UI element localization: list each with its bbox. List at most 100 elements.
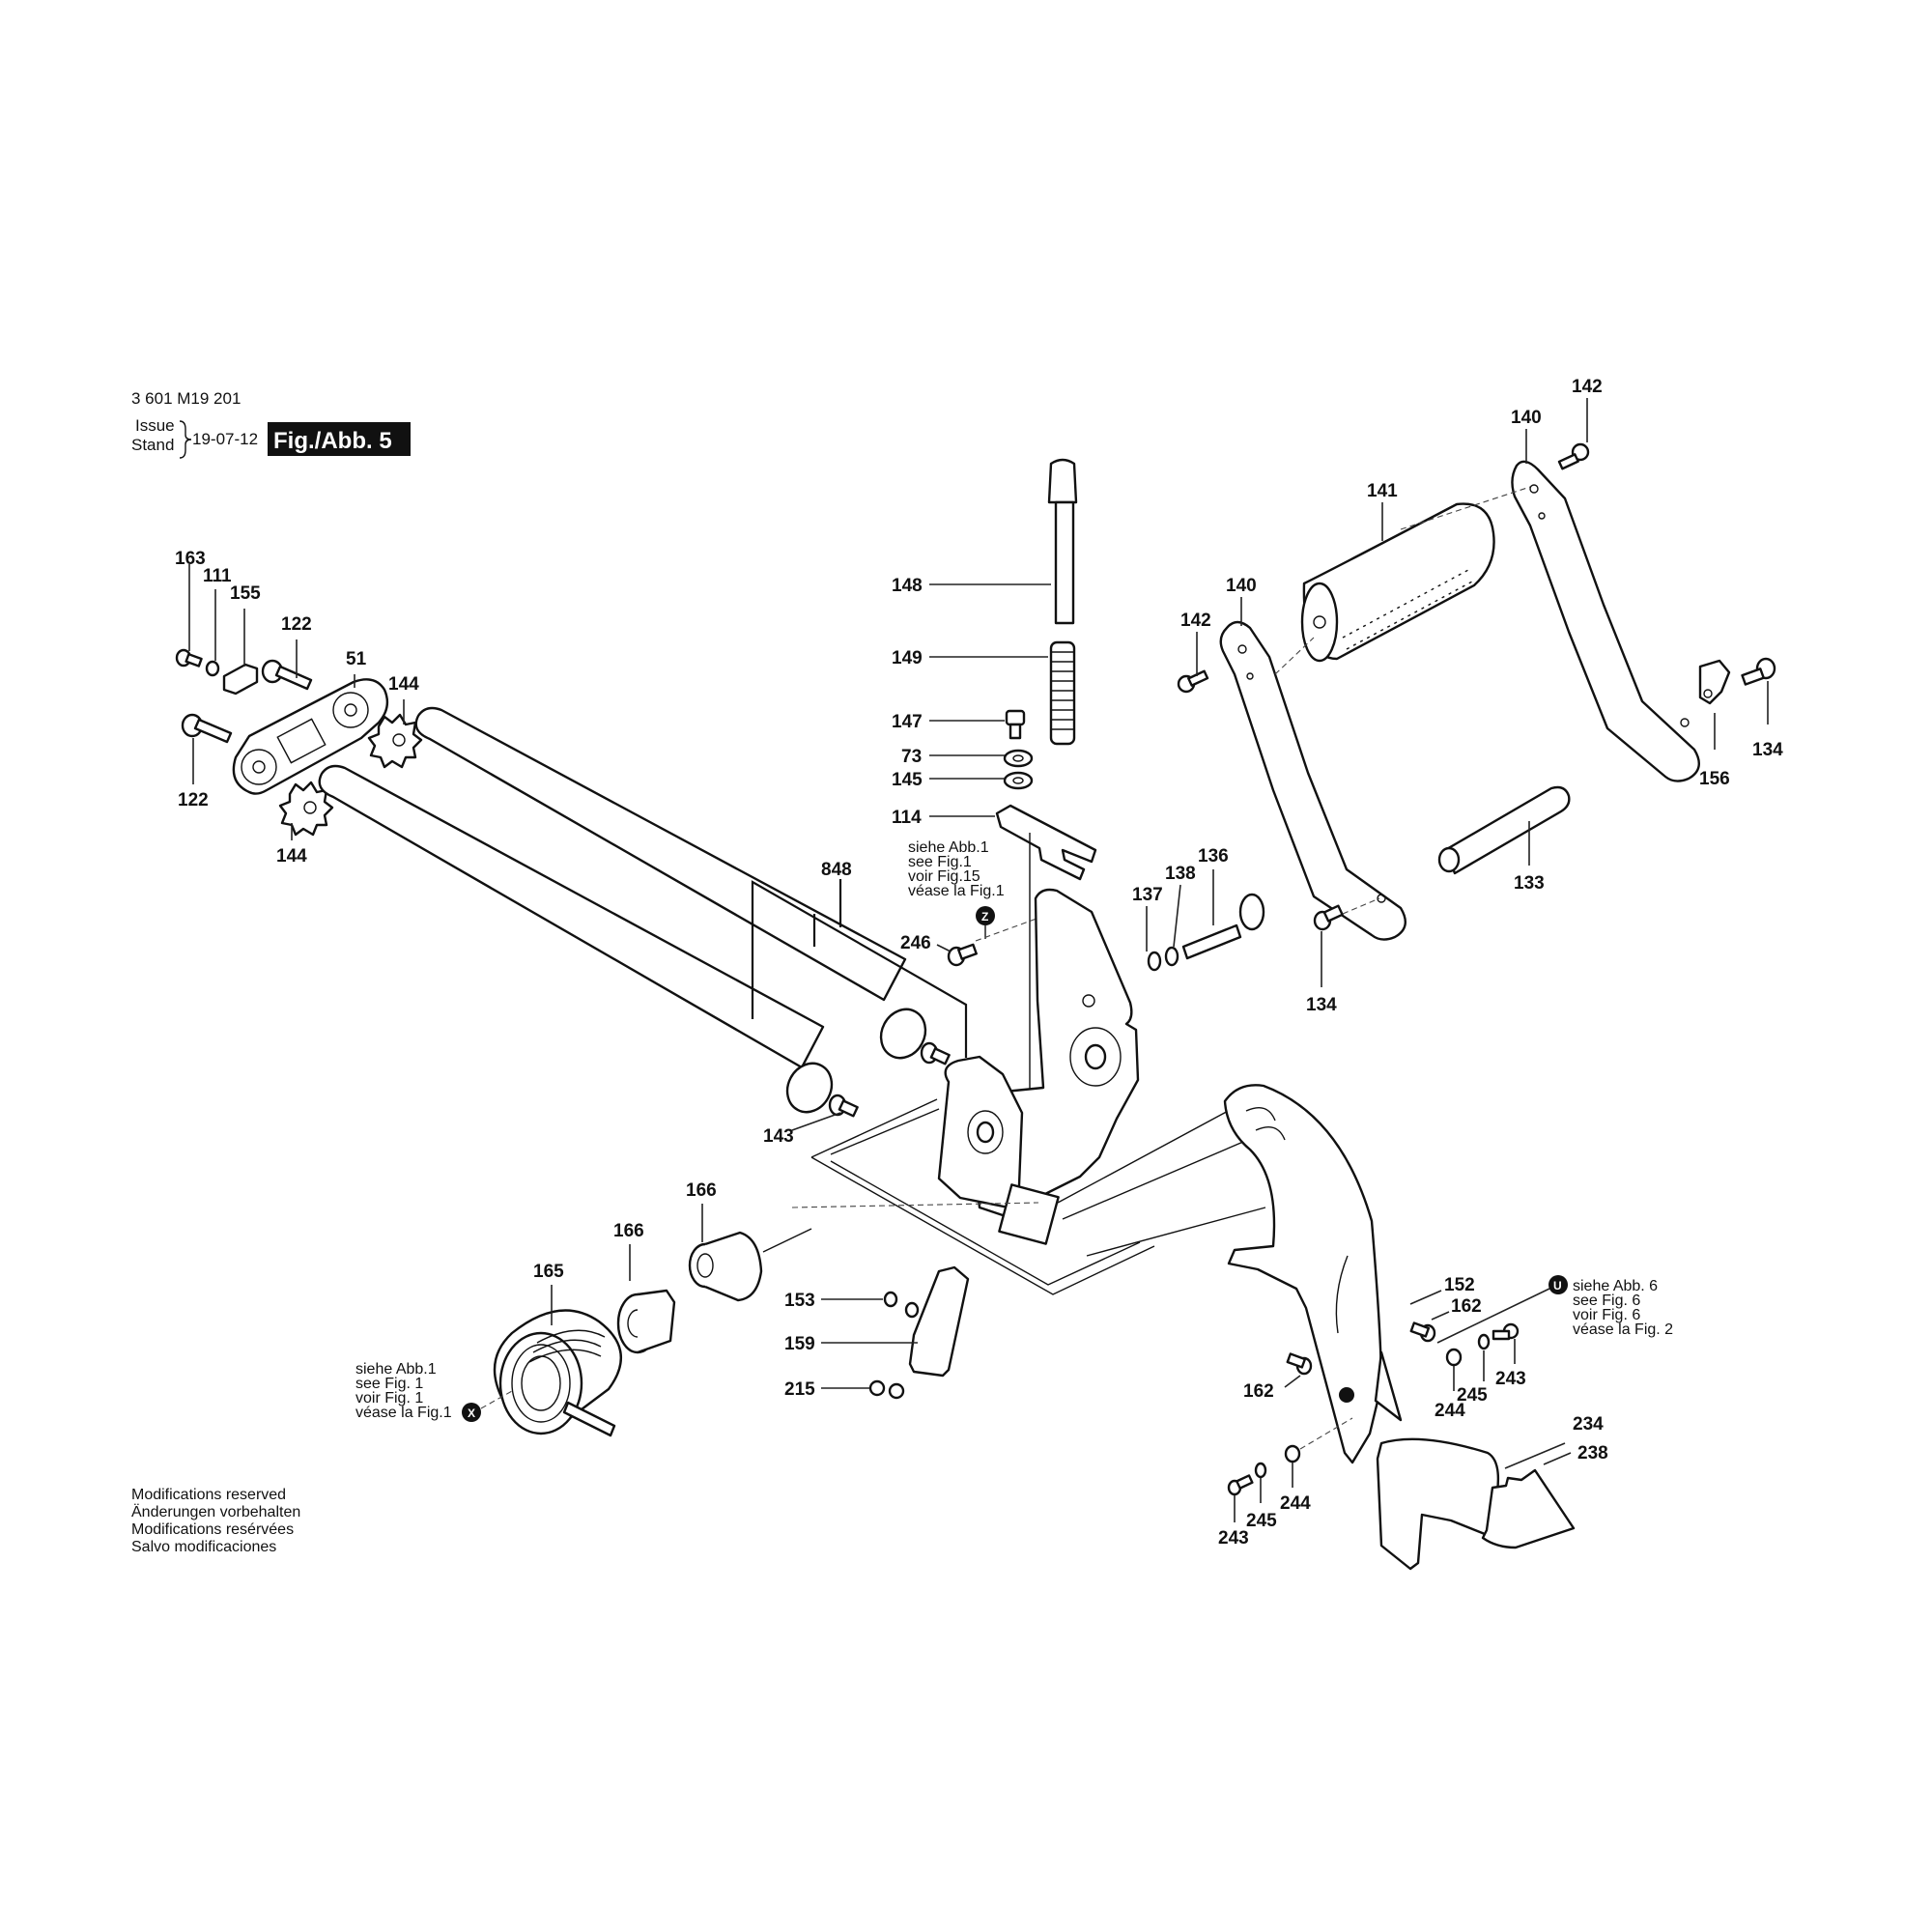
part-label: 142 — [1572, 377, 1603, 397]
part-label: 848 — [821, 860, 852, 880]
cover-238-icon — [1481, 1468, 1576, 1549]
reference-u: U siehe Abb. 6 see Fig. 6 voir Fig. 6 vé… — [1436, 1275, 1673, 1344]
part-label: 155 — [230, 583, 261, 604]
screw-162-icon — [1409, 1321, 1436, 1343]
part-label: 238 — [1577, 1443, 1608, 1463]
part-label: 159 — [784, 1334, 815, 1354]
bolt-122-icon — [181, 713, 233, 744]
handle-grip-141-icon — [1300, 502, 1495, 663]
reference-line: siehe Abb. 6 — [1573, 1278, 1658, 1294]
reference-line: see Fig. 1 — [355, 1376, 423, 1392]
part-label: 122 — [178, 790, 209, 810]
reference-badge-z — [976, 906, 995, 925]
clamp-156-icon — [1698, 659, 1731, 705]
handle-arm-140-icon — [1219, 620, 1406, 941]
bushing-166-icon — [688, 1231, 763, 1302]
part-label: 166 — [613, 1221, 644, 1241]
part-label: 114 — [892, 808, 922, 828]
rod-133-icon — [1443, 785, 1571, 875]
o-ring-138-icon — [1164, 946, 1179, 967]
bracket-group: 153 159 215 — [784, 1265, 970, 1400]
bolt-122-icon — [261, 659, 313, 691]
o-ring-137-icon — [1147, 951, 1162, 972]
reference-line: see Fig.1 — [908, 854, 972, 870]
screw-143-icon — [828, 1094, 859, 1118]
reference-badge-label: X — [468, 1406, 475, 1420]
reference-line: siehe Abb.1 — [355, 1361, 437, 1378]
part-label: 246 — [900, 933, 931, 953]
part-label: 149 — [892, 648, 923, 668]
nut-244-icon — [1284, 1444, 1301, 1463]
footer-line: Modifications reserved — [131, 1487, 286, 1503]
screw-215-icon — [868, 1379, 905, 1400]
part-label: 145 — [892, 770, 923, 790]
reference-badge-u — [1548, 1275, 1568, 1294]
screw-246-icon — [947, 943, 978, 967]
figure-label: Fig./Abb. 5 — [273, 428, 392, 454]
reference-x: siehe Abb.1 see Fig. 1 voir Fig. 1 véase… — [355, 1361, 513, 1422]
part-label: 136 — [1198, 846, 1229, 867]
screw-143-icon — [920, 1041, 951, 1065]
footer-line: Modifications resérvées — [131, 1521, 294, 1538]
part-label: 144 — [388, 674, 419, 695]
spring-149-icon — [1049, 640, 1076, 746]
screw-142-icon — [1557, 442, 1590, 470]
screw-134-icon — [1741, 657, 1776, 686]
torsion-spring-165-icon — [493, 1309, 622, 1437]
part-label: 162 — [1243, 1381, 1274, 1402]
guide-tube-upper-icon — [414, 706, 907, 1002]
end-plate-group: 163 111 155 122 51 144 122 144 — [175, 549, 423, 867]
part-label: 244 — [1280, 1493, 1311, 1514]
reference-badge-x — [462, 1403, 481, 1422]
figure-badge — [268, 422, 411, 456]
handle-arm-140-icon — [1511, 460, 1700, 782]
reference-badge-label: Z — [981, 910, 988, 923]
reference-line: voir Fig. 6 — [1573, 1307, 1640, 1323]
part-label: 152 — [1444, 1275, 1475, 1295]
reference-line: véase la Fig.1 — [908, 883, 1005, 899]
reference-line: véase la Fig.1 — [355, 1405, 452, 1421]
part-label: 140 — [1511, 408, 1542, 428]
part-label: 243 — [1495, 1369, 1526, 1389]
screw-163-icon — [175, 648, 203, 668]
screw-142-icon — [1177, 669, 1209, 694]
issue-date: 19-07-12 — [192, 430, 258, 448]
doc-number: 3 601 M19 201 — [131, 389, 241, 408]
footer-line: Änderungen vorbehalten — [131, 1503, 300, 1520]
star-nut-144-icon — [278, 781, 334, 837]
part-label: 245 — [1246, 1511, 1277, 1531]
part-label: 137 — [1132, 885, 1163, 905]
arm-housing-icon — [937, 888, 1140, 1245]
washer-245-icon — [1254, 1462, 1267, 1479]
knob-148-icon — [1047, 458, 1078, 504]
pivot-pin-group: 137 138 136 — [1132, 846, 1265, 972]
depth-stop-group: 148 149 147 73 145 114 — [892, 458, 1097, 1101]
reference-line: voir Fig.15 — [908, 868, 980, 885]
part-label: 162 — [1451, 1296, 1482, 1317]
screw-243-icon — [1227, 1474, 1254, 1496]
part-label: 134 — [1306, 995, 1337, 1015]
part-label: 163 — [175, 549, 206, 569]
reference-badge-label: U — [1553, 1279, 1562, 1293]
part-label: 133 — [1514, 873, 1545, 894]
part-label: 144 — [276, 846, 307, 867]
reference-line: voir Fig. 1 — [355, 1390, 423, 1406]
part-label: 140 — [1226, 576, 1257, 596]
part-label: 122 — [281, 614, 312, 635]
bracket-159-icon — [908, 1265, 970, 1378]
brace-icon — [179, 420, 192, 459]
star-nut-144-icon — [367, 713, 423, 769]
part-label: 156 — [1699, 769, 1730, 789]
footer-line: Salvo modificaciones — [131, 1539, 276, 1555]
part-label: 148 — [892, 576, 923, 596]
footer-notes: Modifications reserved Änderungen vorbeh… — [131, 1487, 300, 1555]
guide-tube-lower-icon — [318, 764, 825, 1069]
part-label: 73 — [901, 747, 922, 767]
clamp-155-icon — [222, 663, 259, 696]
dust-chute-group: 152 162 162 243 245 244 234 238 243 245 … — [1218, 1084, 1608, 1571]
part-label: 134 — [1752, 740, 1783, 760]
cover-234-icon — [1376, 1437, 1500, 1571]
reference-z: siehe Abb.1 see Fig.1 voir Fig.15 véase … — [900, 839, 1066, 967]
screw-153-icon — [883, 1291, 920, 1319]
